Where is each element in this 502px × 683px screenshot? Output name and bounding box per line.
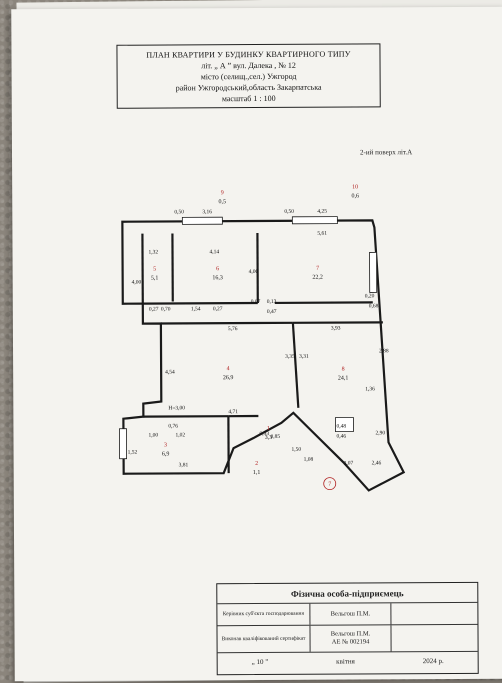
- dim-label: 3,16: [202, 209, 212, 215]
- room-area: 0,5: [218, 199, 226, 205]
- room-number: 8: [342, 367, 345, 373]
- stamp-block: Фізична особа-підприємець Керівник суб'є…: [216, 582, 478, 675]
- scale-line: масштаб 1 : 100: [118, 92, 380, 104]
- room-number: 3: [164, 442, 167, 448]
- room-number: 6: [216, 266, 219, 272]
- wall: [293, 323, 298, 408]
- room-number: 2: [255, 461, 258, 467]
- room-area: 0,6: [351, 193, 359, 199]
- dim-label: 2,88: [379, 348, 389, 354]
- dim-label: 0,48: [336, 424, 346, 430]
- dim-label: 1,54: [191, 306, 201, 312]
- dim-label: 0,13: [267, 299, 277, 305]
- window: [370, 252, 377, 292]
- room-number: 9: [221, 190, 224, 196]
- dim-label: 4,00: [132, 280, 142, 286]
- date-day: „ 10 ”: [252, 658, 269, 666]
- room-area: 1,1: [253, 470, 261, 476]
- wall: [161, 323, 293, 324]
- dim-label: 4,14: [210, 249, 220, 255]
- dim-label: 0,47: [267, 309, 277, 315]
- wall: [143, 303, 258, 304]
- room-area: 22,2: [312, 275, 323, 281]
- stamp-name: Вельгош П.М.: [331, 630, 371, 638]
- dim-label: 0,20: [365, 293, 375, 299]
- room-area: 16,3: [212, 275, 223, 281]
- stamp-row: Виконав кваліфікований сертифікат Вельго…: [217, 625, 477, 653]
- dim-label: 3,31: [299, 354, 309, 360]
- dim-label: 5,76: [228, 326, 238, 332]
- dim-label: 1,02: [175, 432, 185, 438]
- window: [119, 429, 126, 459]
- dim-label: 3,35: [285, 354, 295, 360]
- date-year: 2024 р.: [423, 657, 444, 665]
- stamp-name: Вельгош П.М.: [331, 610, 371, 618]
- dim-label: 1,52: [128, 450, 138, 456]
- document-sheet: ПЛАН КВАРТИРИ У БУДИНКУ КВАРТИРНОГО ТИПУ…: [11, 7, 502, 682]
- dim-label: 4,71: [228, 409, 238, 415]
- dim-label: 0,76: [168, 423, 178, 429]
- dim-label: 4,00: [249, 269, 259, 275]
- stamp-label: Виконав кваліфікований сертифікат: [217, 626, 310, 652]
- floor-label: 2-ий поверх літ.А: [360, 148, 412, 156]
- room-number: 10: [352, 184, 358, 190]
- dim-label: 0,46: [336, 434, 346, 440]
- stamp-title: Фізична особа-підприємець: [217, 583, 477, 604]
- room-number: 1: [267, 426, 270, 432]
- dim-label: 0,07: [251, 299, 261, 305]
- wall: [275, 302, 373, 303]
- dim-label: 1,36: [365, 386, 375, 392]
- window: [182, 217, 222, 224]
- dim-label: 3,07: [344, 461, 354, 467]
- title-block: ПЛАН КВАРТИРИ У БУДИНКУ КВАРТИРНОГО ТИПУ…: [116, 43, 380, 108]
- room-area: 26,9: [223, 375, 234, 381]
- dim-label: 0,27: [149, 307, 159, 313]
- room-number: 5: [153, 267, 156, 273]
- room-area: 5,1: [151, 276, 159, 282]
- dim-label: 2,90: [375, 430, 385, 436]
- dim-label: 0,50: [284, 209, 294, 215]
- plan-title: ПЛАН КВАРТИРИ У БУДИНКУ КВАРТИРНОГО ТИПУ: [117, 48, 379, 60]
- dim-label: 2,46: [372, 460, 382, 466]
- dim-label: 0,27: [213, 306, 223, 312]
- stamp-date: „ 10 ” квітня 2024 р.: [218, 652, 478, 671]
- date-month: квітня: [336, 658, 355, 666]
- room-number: 7: [316, 266, 319, 272]
- room-area: 24,1: [338, 376, 349, 382]
- dim-label: 0,50: [174, 209, 184, 215]
- dim-label: 3,81: [179, 462, 189, 468]
- dim-label: 0,70: [161, 306, 171, 312]
- dim-label: 3,93: [331, 326, 341, 332]
- stair-mark: 7: [328, 482, 331, 488]
- window: [292, 217, 337, 224]
- dim-label: 1,08: [304, 457, 314, 463]
- stamp-label: Керівник суб'єкта господарювання: [217, 604, 310, 625]
- dim-label: 0,68: [369, 303, 379, 309]
- dim-label: 4,54: [165, 369, 175, 375]
- floor-plan: 0,50 3,16 0,50 4,25 1,32 4,14 5,61 4,00 …: [102, 172, 449, 514]
- dim-label: 5,61: [317, 231, 327, 237]
- dim-label: 4,25: [317, 209, 327, 215]
- dim-label: 1,50: [292, 447, 302, 453]
- room-number: 4: [227, 366, 230, 372]
- dim-label: H=3,00: [168, 405, 185, 411]
- stamp-row: Керівник суб'єкта господарювання Вельгош…: [217, 603, 477, 626]
- stamp-cert: АЕ № 002194: [332, 638, 370, 646]
- dim-label: 1,00: [148, 433, 158, 439]
- room-area: 3,3: [265, 435, 273, 441]
- room-area: 6,9: [162, 451, 170, 457]
- dim-label: 1,32: [149, 250, 159, 256]
